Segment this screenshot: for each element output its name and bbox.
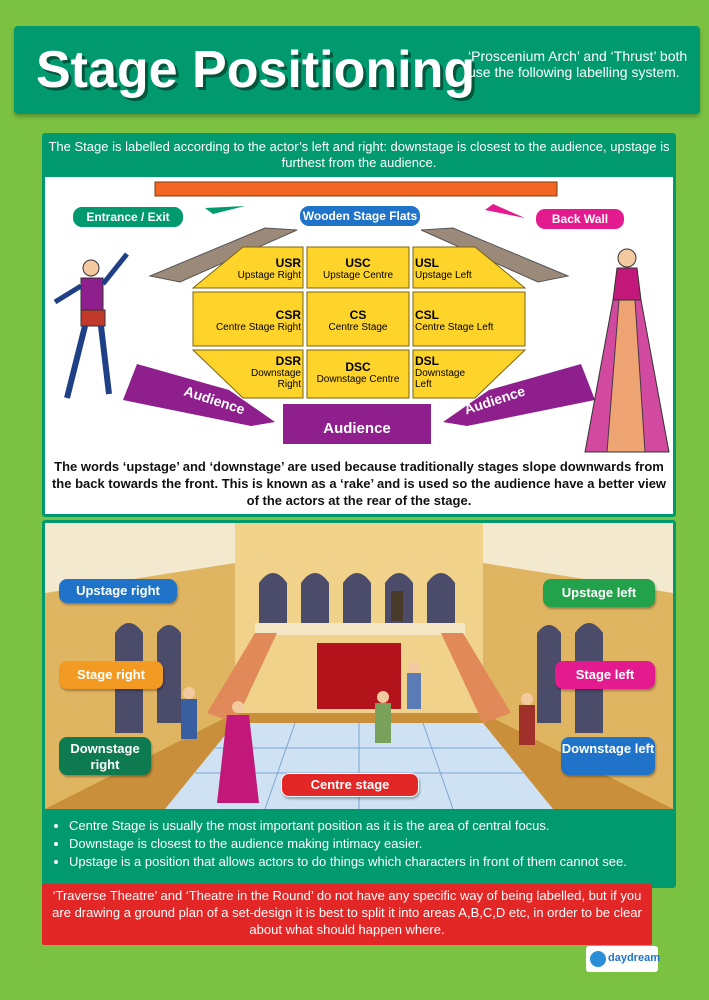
label-stage-left: Stage left — [555, 661, 655, 689]
stage-cell-cs — [306, 291, 410, 347]
cell-dsc: DSC Downstage Centre — [316, 360, 400, 385]
back-wall — [154, 181, 558, 197]
stage-cell-csr — [192, 291, 304, 347]
cell-csl: CSL Centre Stage Left — [415, 308, 494, 333]
right-flat — [420, 227, 570, 283]
cell-usr: USR Upstage Right — [237, 256, 301, 281]
back-wall-label: Back Wall — [535, 208, 625, 230]
left-flat — [148, 227, 298, 283]
entrance-pointer — [205, 206, 245, 214]
brand-logo: daydream — [586, 946, 660, 972]
audience-right — [443, 364, 595, 426]
stage-plan-intro: The Stage is labelled according to the a… — [45, 136, 673, 177]
stage-cell-csl — [412, 291, 526, 347]
note-downstage: Downstage is closest to the audience mak… — [69, 835, 673, 853]
audience-centre-label: Audience — [323, 420, 391, 437]
stage-cell-dsl — [412, 349, 527, 399]
label-downstage-left: Downstage left — [561, 737, 655, 775]
note-upstage: Upstage is a position that allows actors… — [69, 853, 673, 871]
cell-csr: CSR Centre Stage Right — [215, 308, 301, 333]
traverse-theatre-note: ‘Traverse Theatre’ and ‘Theatre in the R… — [42, 884, 652, 945]
male-actor-illustration — [53, 252, 129, 399]
label-upstage-left: Upstage left — [543, 579, 655, 607]
label-upstage-right: Upstage right — [59, 579, 177, 603]
stage-cell-usl — [412, 246, 527, 289]
brand-name: daydream — [608, 952, 660, 964]
backwall-pointer — [485, 204, 525, 218]
stage-cell-usc — [306, 246, 410, 289]
audience-centre — [283, 404, 431, 444]
cell-cs: CS Centre Stage — [328, 308, 388, 333]
stage-cell-dsr — [191, 349, 304, 399]
title-note: ‘Proscenium Arch’ and ‘Thrust’ both use … — [468, 48, 688, 80]
label-centre-stage: Centre stage — [281, 773, 419, 797]
stage-cell-dsc — [306, 349, 410, 399]
audience-left — [123, 364, 275, 426]
theatre-illustration-panel: Upstage right Stage right Downstage righ… — [42, 520, 676, 888]
stage-plan-diagram — [53, 181, 670, 453]
note-centre-stage: Centre Stage is usually the most importa… — [69, 817, 673, 835]
label-downstage-right: Downstage right — [59, 737, 151, 775]
cell-usl: USL Upstage Left — [415, 256, 472, 281]
wooden-stage-flats-label: Wooden Stage Flats — [299, 205, 421, 227]
brand-logo-icon — [590, 951, 606, 967]
female-actor-illustration — [584, 248, 670, 453]
page-title: Stage Positioning — [36, 41, 476, 99]
cell-dsr: DSR Downstage Right — [250, 354, 301, 390]
cell-dsl: DSL Downstage Left — [415, 354, 466, 390]
stage-plan-panel: The Stage is labelled according to the a… — [42, 133, 676, 517]
rake-explanation: The words ‘upstage’ and ‘downstage’ are … — [45, 458, 673, 514]
stage-position-notes: Centre Stage is usually the most importa… — [45, 809, 673, 885]
title-banner: Stage Positioning ‘Proscenium Arch’ and … — [14, 26, 700, 114]
entrance-exit-label: Entrance / Exit — [72, 206, 184, 228]
actor-figures — [181, 591, 535, 803]
stage-cell-usr — [191, 246, 304, 289]
label-stage-right: Stage right — [59, 661, 163, 689]
cell-usc: USC Upstage Centre — [322, 256, 394, 281]
